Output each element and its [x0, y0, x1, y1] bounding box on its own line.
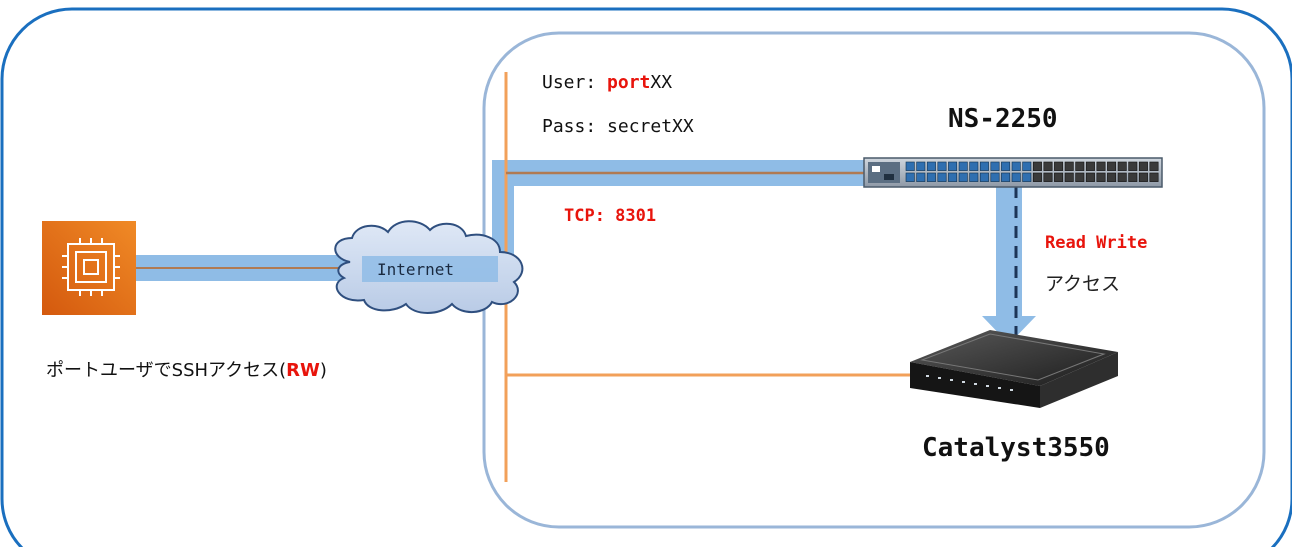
switch-port [905, 161, 915, 171]
switch-port [1075, 172, 1085, 182]
switch-port [1107, 172, 1117, 182]
user-highlight: port [607, 72, 650, 93]
switch-port [1096, 172, 1106, 182]
switch-port [1085, 172, 1095, 182]
switch-port [958, 161, 968, 171]
tcp-port-label: TCP: 8301 [564, 206, 656, 226]
user-suffix: XX [650, 72, 672, 93]
inner-boundary [482, 31, 1266, 529]
switch-port [1054, 172, 1064, 182]
switch-port [1001, 161, 1011, 171]
switch-port [1064, 161, 1074, 171]
switch-port [937, 161, 947, 171]
catalyst-3550-title: Catalyst3550 [922, 433, 1110, 463]
switch-port [1128, 161, 1138, 171]
switch-port [937, 172, 947, 182]
switch-port [1043, 172, 1053, 182]
access-mode-label: Read Write [1045, 233, 1147, 253]
switch-port [1001, 172, 1011, 182]
switch-port [979, 172, 989, 182]
ns-2250-switch-icon [863, 157, 1163, 188]
switch-port [1117, 161, 1127, 171]
switch-port [948, 172, 958, 182]
pass-credential-text: Pass: secretXX [542, 116, 694, 137]
pass-label: Pass: [542, 116, 607, 137]
switch-port [916, 161, 926, 171]
ec2-instance-icon [42, 221, 136, 315]
switch-port [1138, 161, 1148, 171]
caption-prefix: ポートユーザでSSHアクセス( [46, 360, 286, 381]
catalyst-3550-device-icon [910, 330, 1118, 408]
switch-port [1064, 172, 1074, 182]
switch-port [926, 172, 936, 182]
switch-port [1149, 161, 1159, 171]
switch-port [1011, 172, 1021, 182]
caption-suffix: ) [320, 360, 327, 381]
switch-port [1054, 161, 1064, 171]
flow-band-down [996, 186, 1022, 316]
switch-port [1043, 161, 1053, 171]
pass-value: secretXX [607, 116, 694, 137]
access-word-label: アクセス [1045, 273, 1120, 295]
switch-port [905, 172, 915, 182]
switch-port [969, 172, 979, 182]
switch-port [916, 172, 926, 182]
internet-label: Internet [377, 260, 454, 279]
switch-port [1096, 161, 1106, 171]
switch-port [1022, 161, 1032, 171]
switch-port [1011, 161, 1021, 171]
switch-port [1138, 172, 1148, 182]
switch-port [958, 172, 968, 182]
outer-boundary [0, 7, 1292, 547]
switch-port [948, 161, 958, 171]
switch-port [969, 161, 979, 171]
switch-port [1075, 161, 1085, 171]
switch-port [1032, 172, 1042, 182]
switch-port [979, 161, 989, 171]
flow-arrow-head [982, 316, 1036, 344]
switch-port [1149, 172, 1159, 182]
user-label: User: [542, 72, 607, 93]
ns-2250-title: NS-2250 [948, 104, 1058, 134]
switch-port [990, 172, 1000, 182]
switch-port [1117, 172, 1127, 182]
switch-port [990, 161, 1000, 171]
caption-highlight: RW [286, 360, 320, 381]
switch-port [1032, 161, 1042, 171]
switch-port [1085, 161, 1095, 171]
left-caption: ポートユーザでSSHアクセス(RW) [46, 360, 327, 381]
switch-port [1022, 172, 1032, 182]
user-credential-text: User: portXX [542, 72, 672, 93]
internet-cloud [334, 220, 524, 314]
switch-port [1107, 161, 1117, 171]
switch-port [1128, 172, 1138, 182]
switch-port [926, 161, 936, 171]
